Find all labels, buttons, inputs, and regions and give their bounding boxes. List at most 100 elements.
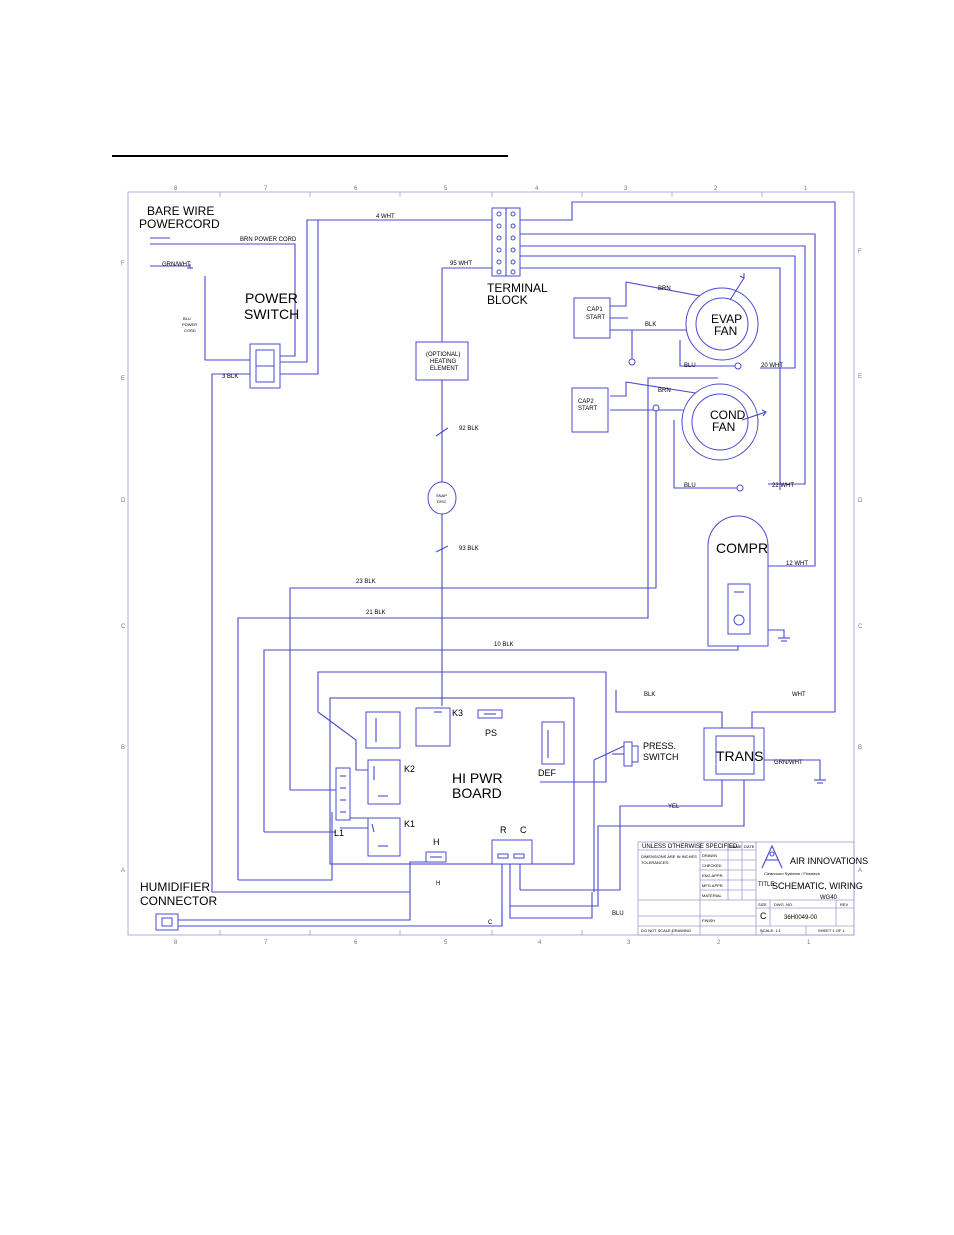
wire-blu-bottom: BLU [612,911,624,917]
snap-label: SNAP [436,493,447,498]
wire-tick-93 [435,545,449,553]
evap-fan [685,273,759,361]
heating-label-2: HEATING [430,359,457,365]
zone-left-b: B [121,745,125,751]
zone-right-f: F [858,249,862,255]
wire-23blk: 23 BLK [356,579,376,585]
zone-bottom-5: 5 [444,940,448,946]
humidifier-connector [155,913,179,931]
wire-93blk: 93 BLK [459,546,479,552]
wire-brn-cord: BRN POWER CORD [240,237,297,243]
heating-label-1: (OPTIONAL) [426,352,460,358]
disc-label: DISC [437,499,447,504]
terminal-label: TERMINAL [487,281,548,295]
cond-fan-label: FAN [712,420,735,434]
heating-label-3: ELEMENT [430,366,459,372]
zone-top-3: 3 [624,186,628,192]
r-label: R [500,825,507,835]
snap-disc [427,481,457,515]
zone-top-2: 2 [714,186,718,192]
k2-label: K2 [404,764,415,774]
wire-blk-trans: BLK [644,692,655,698]
compr-label: COMPR [716,540,768,556]
zone-ticks [219,192,763,935]
k1-label: K1 [404,819,415,829]
tb-date: DATE [744,844,755,849]
zone-bottom-4: 4 [538,940,542,946]
heating-element [415,341,469,381]
wire-21blk: 21 BLK [366,610,386,616]
tb-eng-appr: ENG APPR. [702,873,724,878]
zone-right-c: C [858,624,863,630]
wire-grn-wht: GRN/WHT [162,262,191,268]
powercord-label: POWERCORD [139,217,220,231]
tb-tol: TOLERANCES: [641,860,669,865]
wire-20wht: 20 WHT [761,363,783,369]
zone-bottom-1: 1 [807,940,811,946]
wire-blu-2: POWER [182,322,197,327]
wire-brn-1: BRN [658,286,671,292]
title-block: UNLESS OTHERWISE SPECIFIED: DIMENSIONS A… [637,841,868,936]
wire-blu-cond: BLU [684,483,696,489]
power-label: POWER [245,290,298,306]
pressure-switch [612,741,639,767]
tb-title-2: WG40 [820,895,838,901]
wire-blk-evap: BLK [645,322,656,328]
wire-10blk: 10 BLK [494,642,514,648]
h-wire-label: H [436,881,440,887]
wire-blu-3: CORD [184,328,196,333]
drawing-frame [127,191,855,936]
tb-name: NAME [730,844,742,849]
tb-company: AIR INNOVATIONS [790,856,868,866]
press-switch-label: SWITCH [643,752,679,762]
tb-dwg-no: 36H0049-00 [784,915,818,921]
zone-bottom-7: 7 [264,940,268,946]
zone-bottom-2: 2 [717,940,721,946]
tb-checked: CHECKED [702,863,722,868]
zone-top-7: 7 [264,186,268,192]
transformer [703,727,765,781]
hi-pwr-label: HI PWR [452,770,503,786]
header-rule [112,155,508,157]
tb-sub: Cleanroom Systems / Floratech [764,871,820,876]
wire-node-4 [736,484,744,492]
wire-labels: 4 WHT BRN POWER CORD GRN/WHT BLU POWER C… [162,214,808,917]
press-label: PRESS. [643,741,676,751]
zone-bottom-8: 8 [174,940,178,946]
zone-top-4: 4 [535,186,539,192]
k3-label: K3 [452,708,463,718]
compressor [707,515,769,647]
switch-label: SWITCH [244,306,299,322]
zone-top-1: 1 [804,186,808,192]
wire-grn-wht-trans: GRN/WHT [774,760,803,766]
hi-pwr-board [329,697,575,865]
tb-rev-label: REV [840,902,849,907]
tb-dwg-label: DWG. NO. [774,902,793,907]
wire-blu-evap: BLU [684,363,696,369]
wire-92blk: 92 BLK [459,426,479,432]
zone-left-f: F [121,261,125,267]
cap1-start-label: START [586,315,605,321]
evap-fan-label: FAN [714,324,737,338]
zone-top-8: 8 [174,186,178,192]
terminal-block [491,207,521,277]
wire-22wht: 22 WHT [772,483,794,489]
zone-left-c: C [121,624,126,630]
wire-node-1 [628,358,636,366]
c-wire-label: C [488,920,493,926]
cap2-start [571,387,609,433]
tb-no-scale: DO NOT SCALE DRAWING [641,928,691,933]
wire-tick-92 [435,427,449,437]
tb-dim: DIMENSIONS ARE IN INCHES [641,854,697,859]
tb-finish: FINISH [702,918,715,923]
wire-brn-2: BRN [658,388,671,394]
power-switch [249,343,281,389]
zone-left-d: D [121,498,126,504]
wire-blu-1: BLU [183,316,191,321]
zone-labels: 8 7 6 5 4 3 2 1 8 7 6 5 4 3 2 1 F E D C … [121,186,863,946]
cond-fan [681,383,767,461]
connector-label: CONNECTOR [140,894,217,908]
zone-right-a: A [858,868,862,874]
zone-left-e: E [121,376,125,382]
